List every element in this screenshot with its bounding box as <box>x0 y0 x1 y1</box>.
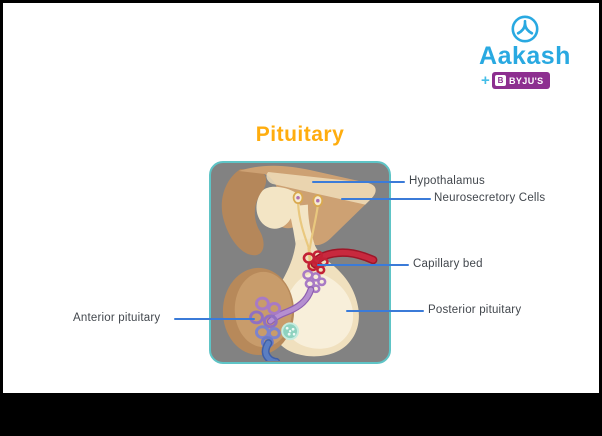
neurosecretory-cells-shape <box>292 191 324 270</box>
diagram-panel <box>209 161 391 364</box>
leader-line-posterior-pituitary <box>346 310 424 312</box>
portal-capillary-shape <box>302 269 327 294</box>
artery-shape <box>310 248 378 269</box>
capillary-bed-shape <box>302 250 329 275</box>
label-hypothalamus: Hypothalamus <box>409 175 485 187</box>
anterior-capillary-network-shape <box>249 296 282 349</box>
leader-line-hypothalamus <box>312 181 405 183</box>
label-capillary-bed: Capillary bed <box>413 258 483 270</box>
label-neurosecretory-cells: Neurosecretory Cells <box>434 192 546 204</box>
secretory-granule-icon <box>281 322 300 341</box>
label-posterior-pituitary: Posterior pituitary <box>428 304 522 316</box>
byjus-b-icon: B <box>495 75 506 86</box>
leader-line-anterior-pituitary <box>174 318 255 320</box>
aakash-wordmark: Aakash <box>479 42 571 70</box>
pituitary-illustration <box>221 165 378 361</box>
label-anterior-pituitary: Anterior pituitary <box>73 312 161 324</box>
aakash-figure-icon <box>511 15 539 43</box>
leader-line-neurosecretory-cells <box>341 198 431 200</box>
leader-line-capillary-bed <box>317 264 409 266</box>
vein-shape <box>261 339 281 361</box>
byjus-badge: B BYJU'S <box>492 72 550 89</box>
byjus-wordmark: BYJU'S <box>509 75 544 86</box>
plus-icon: + <box>481 72 490 89</box>
page-title: Pituitary <box>255 123 345 146</box>
